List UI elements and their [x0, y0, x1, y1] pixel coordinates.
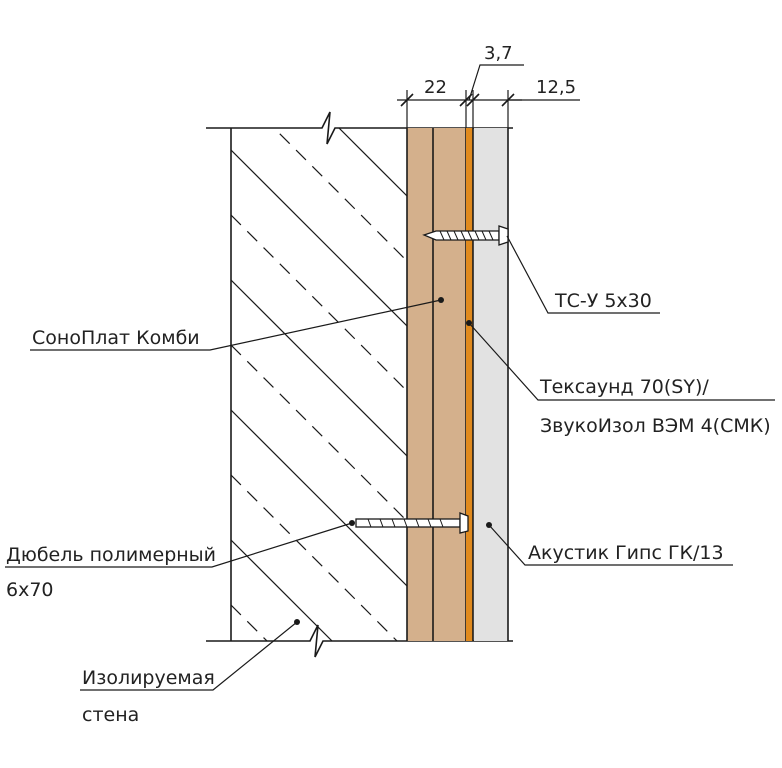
- dimension-lines: [397, 64, 580, 128]
- label-gypsum: Акустик Гипс ГК/13: [528, 542, 724, 564]
- label-panel: СоноПлат Комби: [32, 327, 200, 349]
- sonoplat-panel: [406, 128, 467, 641]
- label-dowel-line2: 6х70: [6, 579, 54, 601]
- gypsum-board: [474, 128, 509, 641]
- membrane-layer: [466, 128, 473, 641]
- dimension-3-7: 3,7: [484, 43, 513, 64]
- label-screw: ТС-У 5х30: [554, 290, 652, 312]
- panel-body: [407, 128, 466, 641]
- label-wall-line1: Изолируемая: [82, 667, 215, 689]
- isolated-wall: [206, 111, 513, 658]
- dimension-22: 22: [424, 77, 447, 98]
- top-break-line: [206, 111, 513, 145]
- label-membrane-line2: ЗвукоИзол ВЭМ 4(СМК): [540, 415, 771, 437]
- label-wall-line2: стена: [82, 704, 139, 726]
- dowel-icon: [355, 512, 469, 534]
- label-membrane-line1: Тексаунд 70(SY)/: [539, 376, 709, 398]
- leader-lines: [5, 235, 775, 691]
- bottom-break-line: [206, 624, 513, 658]
- gypsum-body: [474, 128, 508, 641]
- screw-icon: [422, 225, 509, 246]
- dimension-12-5: 12,5: [536, 77, 576, 98]
- wall-hatching: [231, 128, 407, 641]
- label-dowel-line1: Дюбель полимерный: [6, 544, 216, 566]
